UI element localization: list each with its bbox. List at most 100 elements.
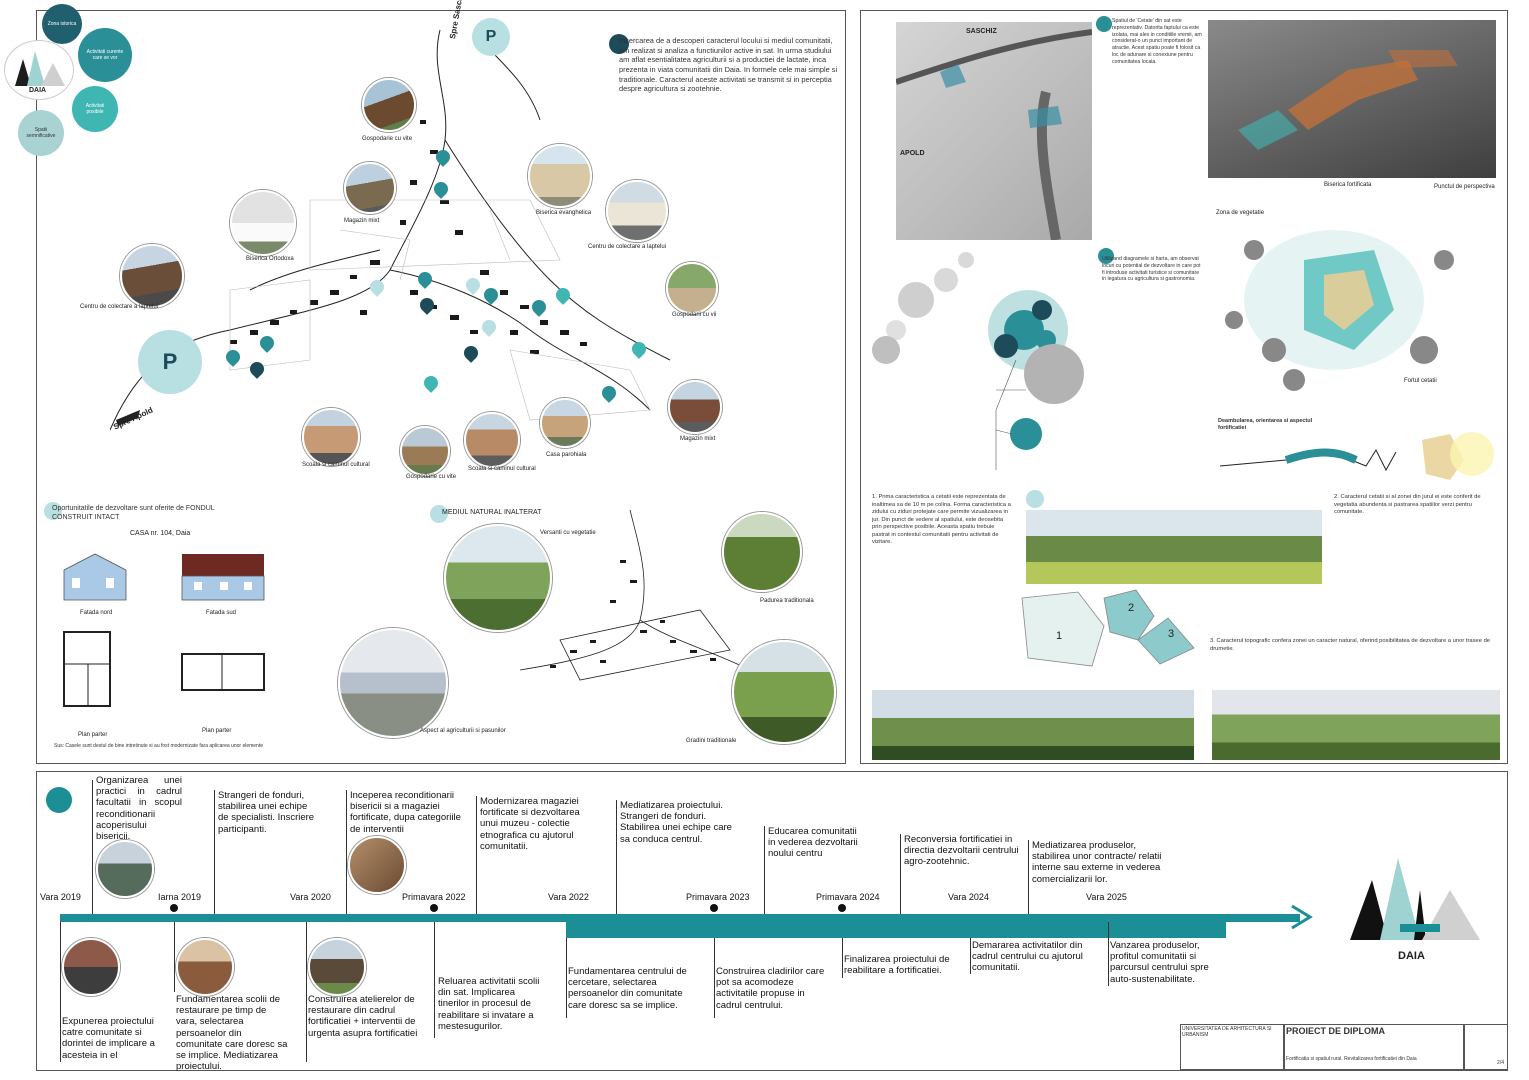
timeline-tick	[476, 796, 477, 914]
titleblock-sheet: 2/4	[1464, 1024, 1508, 1070]
timeline-arrow-icon	[1291, 904, 1313, 930]
plan-2	[181, 653, 265, 691]
timeline-tick	[214, 790, 215, 914]
photo-gospodarie-vite	[362, 78, 416, 132]
mediu-caption: Padurea traditionala	[760, 598, 814, 604]
timeline-tick	[1028, 840, 1029, 914]
timeline-date: Iarna 2019	[158, 892, 202, 902]
timeline-panel	[36, 771, 1508, 1071]
fondul-note: Sus: Casele sunt destul de bine intretin…	[54, 743, 264, 749]
map-intro-text: Incercarea de a descoperi caracterul loc…	[619, 36, 838, 94]
timeline-top-text: Organizarea unei practici in cadrul facu…	[96, 775, 182, 843]
legend-label: Activitati curente care se vor	[86, 49, 124, 61]
satellite-map: SASCHIZ APOLD	[896, 22, 1092, 240]
fortress-sketch: Biserica fortificata Punctul de perspect…	[1214, 180, 1498, 408]
photo-caption: Gospodarii cu vii	[672, 312, 717, 318]
photo-biserica-ortodoxa	[230, 190, 296, 256]
timeline-tick	[900, 834, 901, 914]
photo-caption: Centru de colectare a laptelui	[80, 304, 159, 310]
fondul-subtitle: CASA nr. 104, Daia	[130, 530, 191, 537]
photo-scoala-1	[302, 408, 360, 466]
bubble-diagram[interactable]	[866, 250, 1096, 480]
photo-caption: Magazin mixt	[680, 436, 716, 442]
legend-item-possible: Activitati posibile	[72, 86, 118, 132]
timeline-date: Vara 2019	[40, 892, 81, 902]
titleblock-title: PROIECT DE DIPLOMA	[1286, 1026, 1386, 1036]
parking-south: P	[138, 330, 202, 394]
timeline-bottom-text: Vanzarea produselor, profitul comunitati…	[1110, 940, 1209, 985]
legend-label: Zona istorica	[47, 21, 77, 27]
timeline-date: Primavara 2024	[816, 892, 880, 902]
right-panel	[860, 10, 1508, 764]
right-text-1: Spatiul de 'Cetate' din sat este repreze…	[1112, 18, 1202, 65]
photo-caption: Scoala si caminul cultural	[468, 466, 536, 472]
parking-label: P	[485, 28, 497, 45]
logo-icon	[15, 51, 65, 86]
daia-logo-large	[1350, 858, 1480, 940]
timeline-tick	[970, 938, 971, 974]
timeline-date: Vara 2022	[548, 892, 589, 902]
parking-north: P	[472, 18, 510, 56]
photo-magazin-mixt-2	[668, 380, 722, 434]
village-map	[110, 30, 671, 431]
landscape-photo-1	[1026, 510, 1322, 584]
timeline-bottom-text: Reluarea activitatii scolii din sat. Imp…	[438, 976, 540, 1032]
timeline-photo	[176, 938, 234, 996]
mediu-title: MEDIUL NATURAL INALTERAT	[442, 509, 542, 516]
timeline-tick	[714, 938, 715, 1018]
plan-1	[63, 631, 111, 707]
elevation-north	[63, 553, 127, 601]
timeline-date: Vara 2024	[948, 892, 989, 902]
sketch-label: Fortul cetatii	[1404, 378, 1437, 384]
legend-item-spaces: Spatii semnificative	[18, 110, 64, 156]
photo-caption: Scoala si caminul cultural	[302, 462, 370, 468]
photo-biserica-evanghelica	[528, 144, 592, 208]
parking-label: P	[162, 349, 178, 374]
right-text-4: 2. Caracterul cetatii si al zonei din ju…	[1334, 494, 1481, 516]
right-text-3: 1. Prima caracteristica a cetatii este r…	[872, 494, 1011, 546]
sketch-label: Biserica fortificata	[1324, 182, 1372, 188]
timeline-top-text: Mediatizarea produselor, stabilirea unor…	[1032, 840, 1162, 885]
sketch-label: Zona de vegetatie	[1216, 210, 1265, 216]
timeline-top-text: Inceperea reconditionarii bisericii si a…	[350, 790, 461, 835]
plan-caption: Plan parter	[202, 728, 232, 734]
timeline-tick	[842, 938, 843, 978]
fondul-bullet	[44, 502, 62, 520]
mediu-photo-2	[722, 512, 802, 592]
timeline-top-text: Reconversia fortificatiei in directia de…	[904, 834, 1019, 868]
landscape-photo-3	[1212, 690, 1500, 760]
right-text-2: Utilizand diagramele si harta, am observ…	[1102, 256, 1201, 283]
landscape-photo-2	[872, 690, 1194, 760]
legend-label: Spatii semnificative	[26, 127, 56, 139]
mediu-caption: Aspect al agriculturii si pasunilor	[420, 728, 506, 734]
photo-caption: Centru de colectare a laptelui	[588, 244, 667, 250]
apold-label: APOLD	[900, 150, 925, 157]
right-bullet-2	[1098, 248, 1114, 264]
timeline-tick	[566, 938, 567, 1018]
right-text-5: 3. Caracterul topografic confera zonei u…	[1210, 638, 1491, 652]
timeline-top-text: Mediatizarea proiectului. Strangeri de f…	[620, 800, 732, 845]
photo-gospodarie-vite-2	[400, 426, 450, 476]
right-bullet-1	[1096, 16, 1112, 32]
timeline-bottom-text: Demararea activitatilor din cadrul centr…	[972, 940, 1083, 974]
timeline-photo	[308, 938, 366, 996]
timeline-bottom-text: Construirea cladirilor care pot sa acomo…	[716, 966, 825, 1011]
zone-number: 2	[1128, 602, 1135, 614]
sketch-label: Punctul de perspectiva	[1434, 184, 1495, 190]
elevation-caption: Fatada nord	[80, 610, 113, 616]
timeline-bar-lower	[566, 922, 1226, 938]
timeline-photo	[348, 836, 406, 894]
photo-centru-lapte-2	[120, 244, 184, 308]
walk-title: Deambularea, orientarea si aspectul fort…	[1218, 418, 1313, 432]
mediu-photo-3	[338, 628, 448, 738]
titleblock-subject: Fortificatia si spatiul rural. Revitaliz…	[1286, 1056, 1417, 1062]
zone-number: 3	[1168, 628, 1175, 640]
photo-centru-lapte-1	[606, 180, 668, 242]
timeline-tick	[616, 800, 617, 914]
timeline-marker	[430, 904, 438, 912]
timeline-tick	[92, 780, 93, 914]
timeline-bottom-text: Construirea atelierelor de restaurare di…	[308, 994, 418, 1039]
elevation-caption: Fatada sud	[206, 610, 237, 616]
photo-caption: Magazin mixt	[344, 218, 380, 224]
photo-caption: Gospodarie cu vite	[362, 136, 413, 142]
